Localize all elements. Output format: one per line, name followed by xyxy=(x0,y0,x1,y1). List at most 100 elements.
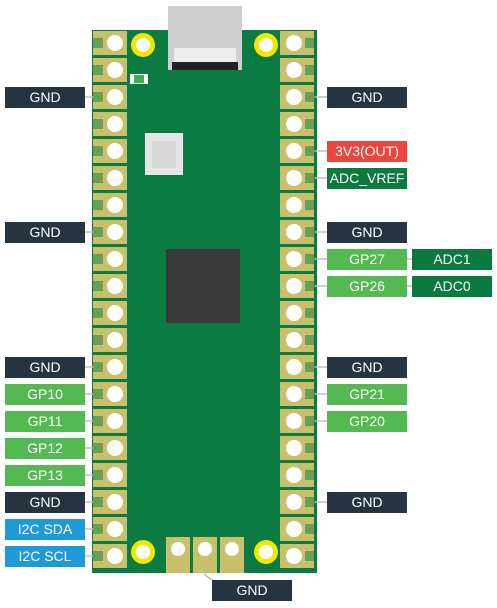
mounting-hole-center xyxy=(259,545,273,559)
pin-hole xyxy=(286,143,302,159)
label-right-gnd-4: GND xyxy=(327,492,407,513)
pin-half-hole xyxy=(305,173,315,183)
pin-hole xyxy=(107,251,123,267)
pin-half-hole xyxy=(305,65,315,75)
mounting-hole-center xyxy=(136,38,150,52)
pin-hole xyxy=(286,359,302,375)
pin-hole xyxy=(107,143,123,159)
rp2040-chip xyxy=(166,249,240,323)
pin-hole xyxy=(286,197,302,213)
label-gp21: GP21 xyxy=(327,384,407,405)
pin-hole xyxy=(286,467,302,483)
label-gp12: GP12 xyxy=(5,438,85,459)
pin-half-hole xyxy=(305,38,315,48)
pin-half-hole xyxy=(305,416,315,426)
pin-half-hole xyxy=(93,524,103,534)
pin-hole xyxy=(286,548,302,564)
pin-half-hole xyxy=(93,146,103,156)
pin-hole xyxy=(286,251,302,267)
pin-half-hole xyxy=(93,470,103,480)
usb-base xyxy=(172,62,238,70)
pin-half-hole xyxy=(93,254,103,264)
pin-hole xyxy=(107,521,123,537)
pin-hole xyxy=(107,332,123,348)
mounting-hole-center xyxy=(259,38,273,52)
pin-hole xyxy=(107,386,123,402)
pin-half-hole xyxy=(93,308,103,318)
label-adc0: ADC0 xyxy=(412,276,492,297)
pin-hole xyxy=(286,494,302,510)
pin-hole xyxy=(107,305,123,321)
pin-half-hole xyxy=(93,173,103,183)
pin-half-hole xyxy=(305,362,315,372)
pin-half-hole xyxy=(305,200,315,210)
pin-hole xyxy=(107,440,123,456)
pin-hole xyxy=(107,494,123,510)
pin-hole xyxy=(286,521,302,537)
label-gp20: GP20 xyxy=(327,411,407,432)
bootsel-cap xyxy=(152,141,176,168)
usb-opening xyxy=(174,48,236,62)
pin-hole xyxy=(107,197,123,213)
label-gp13: GP13 xyxy=(5,465,85,486)
pin-hole xyxy=(107,62,123,78)
pin-half-hole xyxy=(305,254,315,264)
label-left-gnd-2: GND xyxy=(5,222,85,243)
pin-hole xyxy=(286,89,302,105)
label-gp10: GP10 xyxy=(5,384,85,405)
label-bottom-gnd: GND xyxy=(212,580,292,601)
pin-hole xyxy=(107,467,123,483)
pin-half-hole xyxy=(305,281,315,291)
pin-hole xyxy=(286,35,302,51)
pin-half-hole xyxy=(305,551,315,561)
pin-half-hole xyxy=(93,200,103,210)
pin-hole xyxy=(107,413,123,429)
pin-half-hole xyxy=(93,551,103,561)
pin-hole xyxy=(286,305,302,321)
pin-hole xyxy=(107,116,123,132)
pin-hole xyxy=(107,89,123,105)
pin-hole xyxy=(107,359,123,375)
debug-hole xyxy=(198,542,212,556)
pin-hole xyxy=(286,386,302,402)
label-adc-vref: ADC_VREF xyxy=(327,168,407,189)
led-lens xyxy=(134,75,144,83)
pin-half-hole xyxy=(305,119,315,129)
label-gp11: GP11 xyxy=(5,411,85,432)
pin-half-hole xyxy=(305,335,315,345)
pin-hole xyxy=(107,278,123,294)
pin-half-hole xyxy=(93,389,103,399)
pin-half-hole xyxy=(305,92,315,102)
label-left-gnd-1: GND xyxy=(5,87,85,108)
pin-hole xyxy=(286,62,302,78)
pin-half-hole xyxy=(93,38,103,48)
pin-hole xyxy=(286,332,302,348)
pin-half-hole xyxy=(93,416,103,426)
debug-hole xyxy=(225,542,239,556)
pin-half-hole xyxy=(305,470,315,480)
pin-hole xyxy=(107,170,123,186)
pin-half-hole xyxy=(93,119,103,129)
pin-hole xyxy=(107,224,123,240)
pin-half-hole xyxy=(93,92,103,102)
pin-half-hole xyxy=(305,308,315,318)
pin-hole xyxy=(286,440,302,456)
label-3v3-out: 3V3(OUT) xyxy=(327,141,407,162)
label-left-gnd-3: GND xyxy=(5,357,85,378)
debug-hole xyxy=(171,542,185,556)
pin-half-hole xyxy=(93,227,103,237)
pin-half-hole xyxy=(93,362,103,372)
pin-half-hole xyxy=(305,497,315,507)
pin-half-hole xyxy=(305,443,315,453)
mounting-hole-center xyxy=(136,545,150,559)
label-i2c-scl: I2C SCL xyxy=(5,546,85,567)
label-left-gnd-4: GND xyxy=(5,492,85,513)
label-adc1: ADC1 xyxy=(412,249,492,270)
label-right-gnd-2: GND xyxy=(327,222,407,243)
pin-half-hole xyxy=(93,497,103,507)
pin-hole xyxy=(286,413,302,429)
pin-half-hole xyxy=(305,524,315,534)
pin-hole xyxy=(286,116,302,132)
